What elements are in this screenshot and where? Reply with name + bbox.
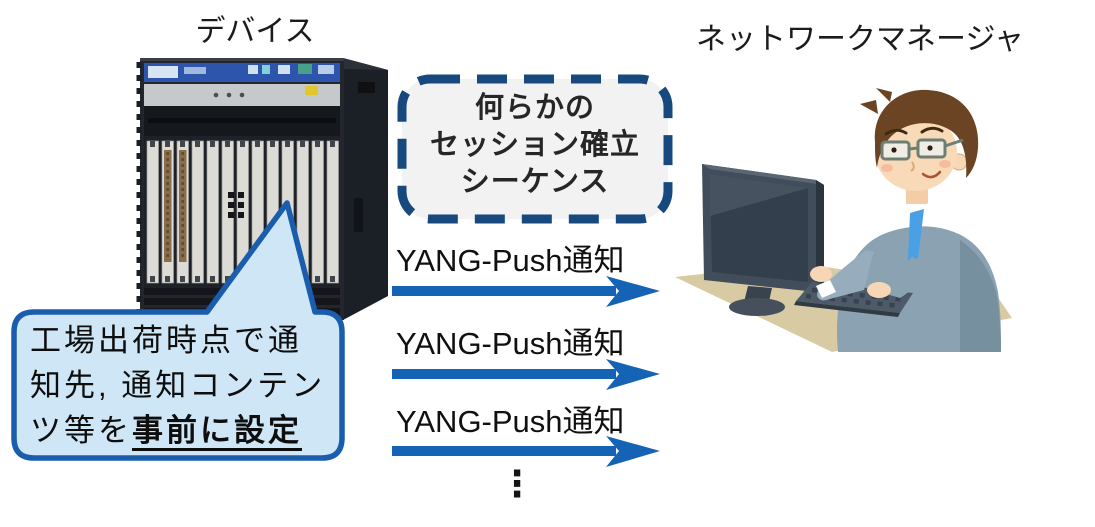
session-box-line: セッション確立 xyxy=(429,129,640,161)
network-manager-illustration xyxy=(675,88,1012,352)
speech-bubble-text: 工場出荷時点で通 知先, 通知コンテン ツ等を事前に設定 xyxy=(30,318,334,453)
right-arrow-icon-2 xyxy=(392,359,660,390)
arms xyxy=(810,250,926,301)
session-box-line: 何らかの xyxy=(474,92,595,124)
bubble-line: ツ等を事前に設定 xyxy=(30,408,334,453)
yangpush-label-1: YANG-Push通知 xyxy=(396,243,625,278)
right-arrow-icon-1 xyxy=(392,276,660,307)
person xyxy=(837,88,1001,352)
yangpush-label-3: YANG-Push通知 xyxy=(396,404,625,439)
speech-bubble-shape xyxy=(11,200,345,461)
bubble-line3-prefix: ツ等を xyxy=(30,413,132,448)
session-box-line: シーケンス xyxy=(460,166,610,198)
manager-label: ネットワークマネージャ xyxy=(696,23,1024,56)
bubble-line: 知先, 通知コンテン xyxy=(30,368,326,403)
monitor-icon xyxy=(702,164,824,316)
bubble-line: 工場出荷時点で通 xyxy=(30,323,302,358)
vertical-ellipsis: ⋮ xyxy=(499,463,535,504)
right-arrow-icon-3 xyxy=(392,436,660,467)
session-box: 何らかの セッション確立 シーケンス xyxy=(400,90,670,201)
yangpush-label-2: YANG-Push通知 xyxy=(396,326,625,361)
emphasis-preset-text: 事前に設定 xyxy=(132,413,302,451)
session-box-border xyxy=(397,74,673,224)
device-label: デバイス xyxy=(195,15,315,48)
